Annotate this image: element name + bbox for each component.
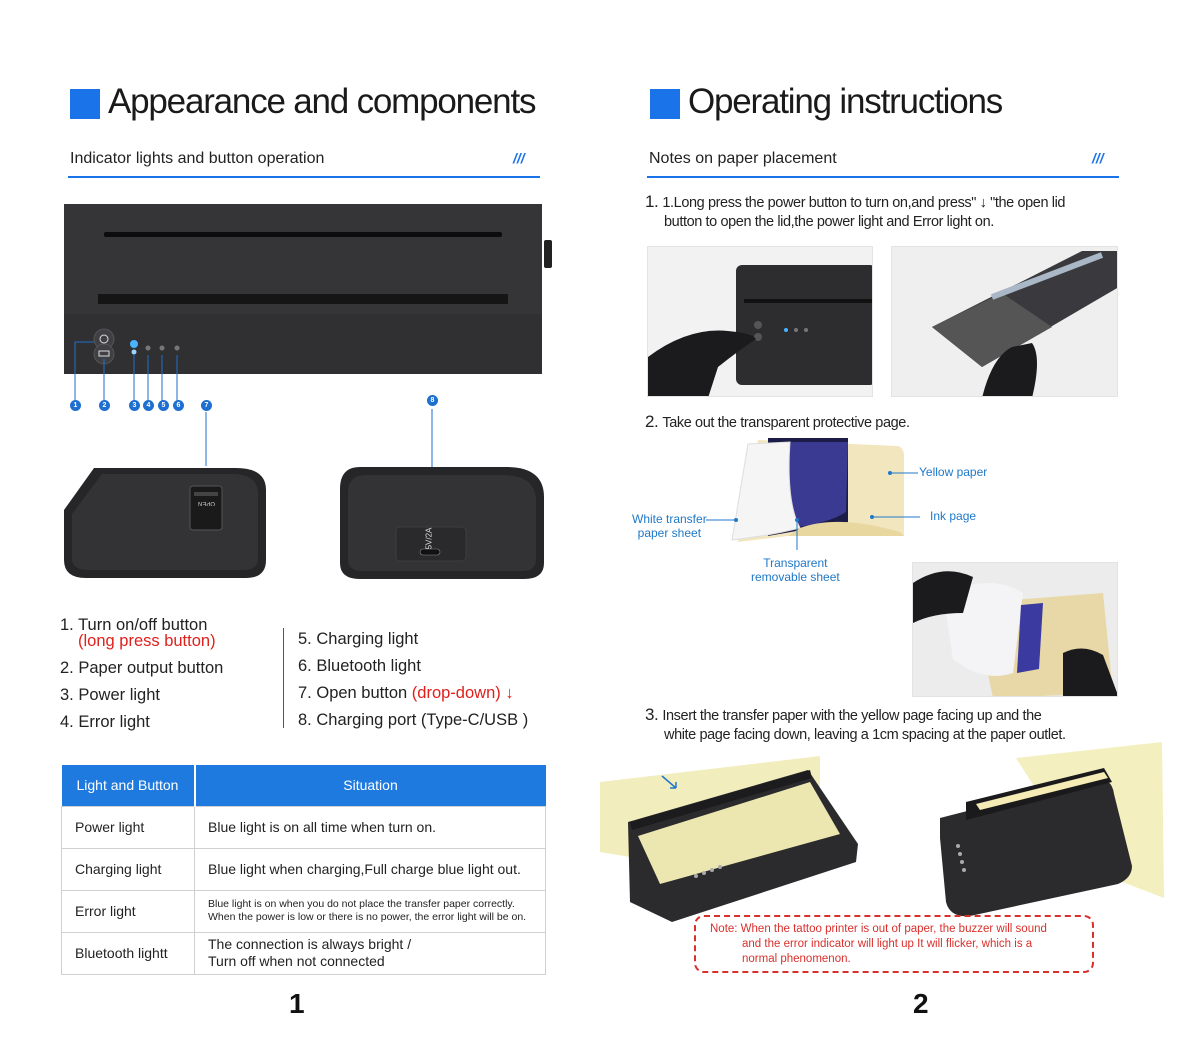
label-ink-page: Ink page: [930, 509, 977, 523]
callout-8: 8: [427, 395, 438, 406]
step-3: 3.Insert the transfer paper with the yel…: [645, 705, 1066, 743]
printer-inserting-paper: [600, 756, 858, 922]
title-square-icon: [70, 89, 100, 119]
photo-peeling-sheet: [912, 562, 1118, 697]
table-header-row: Light and Button Situation: [61, 765, 546, 806]
component-7: 7. Open button (drop-down) ↓: [298, 684, 514, 702]
step-2: 2.Take out the transparent protective pa…: [645, 412, 910, 431]
subtitle-rule-right: [647, 176, 1119, 178]
table-header-light: Light and Button: [61, 765, 196, 806]
callout-1: 1: [70, 400, 81, 411]
title-square-icon: [650, 89, 680, 119]
table-row: Power light Blue light is on all time wh…: [61, 805, 546, 849]
table-cell-situation: The connection is always bright /Turn of…: [194, 931, 546, 975]
component-3: 3. Power light: [60, 686, 160, 704]
component-1: 1. Turn on/off button: [60, 616, 208, 634]
note-box: Note: When the tattoo printer is out of …: [694, 915, 1094, 973]
table-cell-light: Bluetooth lightt: [61, 931, 195, 975]
table-cell-light: Error light: [61, 889, 195, 933]
label-yellow-paper: Yellow paper: [919, 465, 988, 479]
subtitle-rule-left: [68, 176, 540, 178]
port-label: 5V/2A: [424, 527, 434, 550]
printer-side-view-right: [340, 409, 544, 579]
page-number-right: 2: [913, 988, 929, 1019]
slash-decoration-right: ///: [1092, 150, 1104, 166]
paper-label-lines: [706, 471, 920, 550]
table-cell-light: Charging light: [61, 847, 195, 891]
open-label: OPEN: [198, 500, 216, 506]
light-button-table: Light and Button Situation Power light B…: [61, 765, 546, 975]
subtitle-left: Indicator lights and button operation: [70, 150, 325, 167]
table-cell-situation: Blue light is on when you do not place t…: [194, 889, 546, 933]
printer-paper-loaded: [940, 742, 1164, 917]
subtitle-right: Notes on paper placement: [649, 150, 837, 167]
component-6: 6. Bluetooth light: [298, 657, 421, 675]
component-5: 5. Charging light: [298, 630, 419, 648]
callout-5: 5: [158, 400, 169, 411]
callout-3: 3: [129, 400, 140, 411]
page-title-right: Operating instructions: [688, 82, 1003, 121]
table-cell-situation: Blue light when charging,Full charge blu…: [194, 847, 546, 891]
printer-front-illustration: [64, 204, 552, 380]
table-row: Charging light Blue light when charging,…: [61, 847, 546, 891]
components-list-left: 1. Turn on/off button (long press button…: [60, 612, 290, 736]
callout-lines: [74, 341, 178, 405]
slash-decoration-left: ///: [513, 150, 525, 166]
paper-layers-illustration: [731, 438, 904, 542]
table-cell-situation: Blue light is on all time when turn on.: [194, 805, 546, 849]
page-title-left: Appearance and components: [108, 82, 536, 121]
list-divider: [283, 628, 284, 728]
components-list-right: 5. Charging light 6. Bluetooth light 7. …: [298, 626, 528, 734]
callout-4: 4: [143, 400, 154, 411]
table-header-situation: Situation: [194, 765, 546, 806]
callout-6: 6: [173, 400, 184, 411]
photo-open-lid: [891, 246, 1118, 397]
printer-side-view-left: [64, 412, 266, 578]
component-1-extra: (long press button): [78, 632, 216, 650]
component-8: 8. Charging port (Type-C/USB ): [298, 711, 529, 729]
step-1: 1.1.Long press the power button to turn …: [645, 192, 1066, 230]
table-row: Error light Blue light is on when you do…: [61, 889, 546, 933]
component-2: 2. Paper output button: [60, 659, 224, 677]
photo-power-press: [647, 246, 873, 397]
table-row: Bluetooth lightt The connection is alway…: [61, 931, 546, 975]
callout-7: 7: [201, 400, 212, 411]
component-4: 4. Error light: [60, 713, 150, 731]
page-number-left: 1: [289, 988, 305, 1019]
callout-2: 2: [99, 400, 110, 411]
table-cell-light: Power light: [61, 805, 195, 849]
